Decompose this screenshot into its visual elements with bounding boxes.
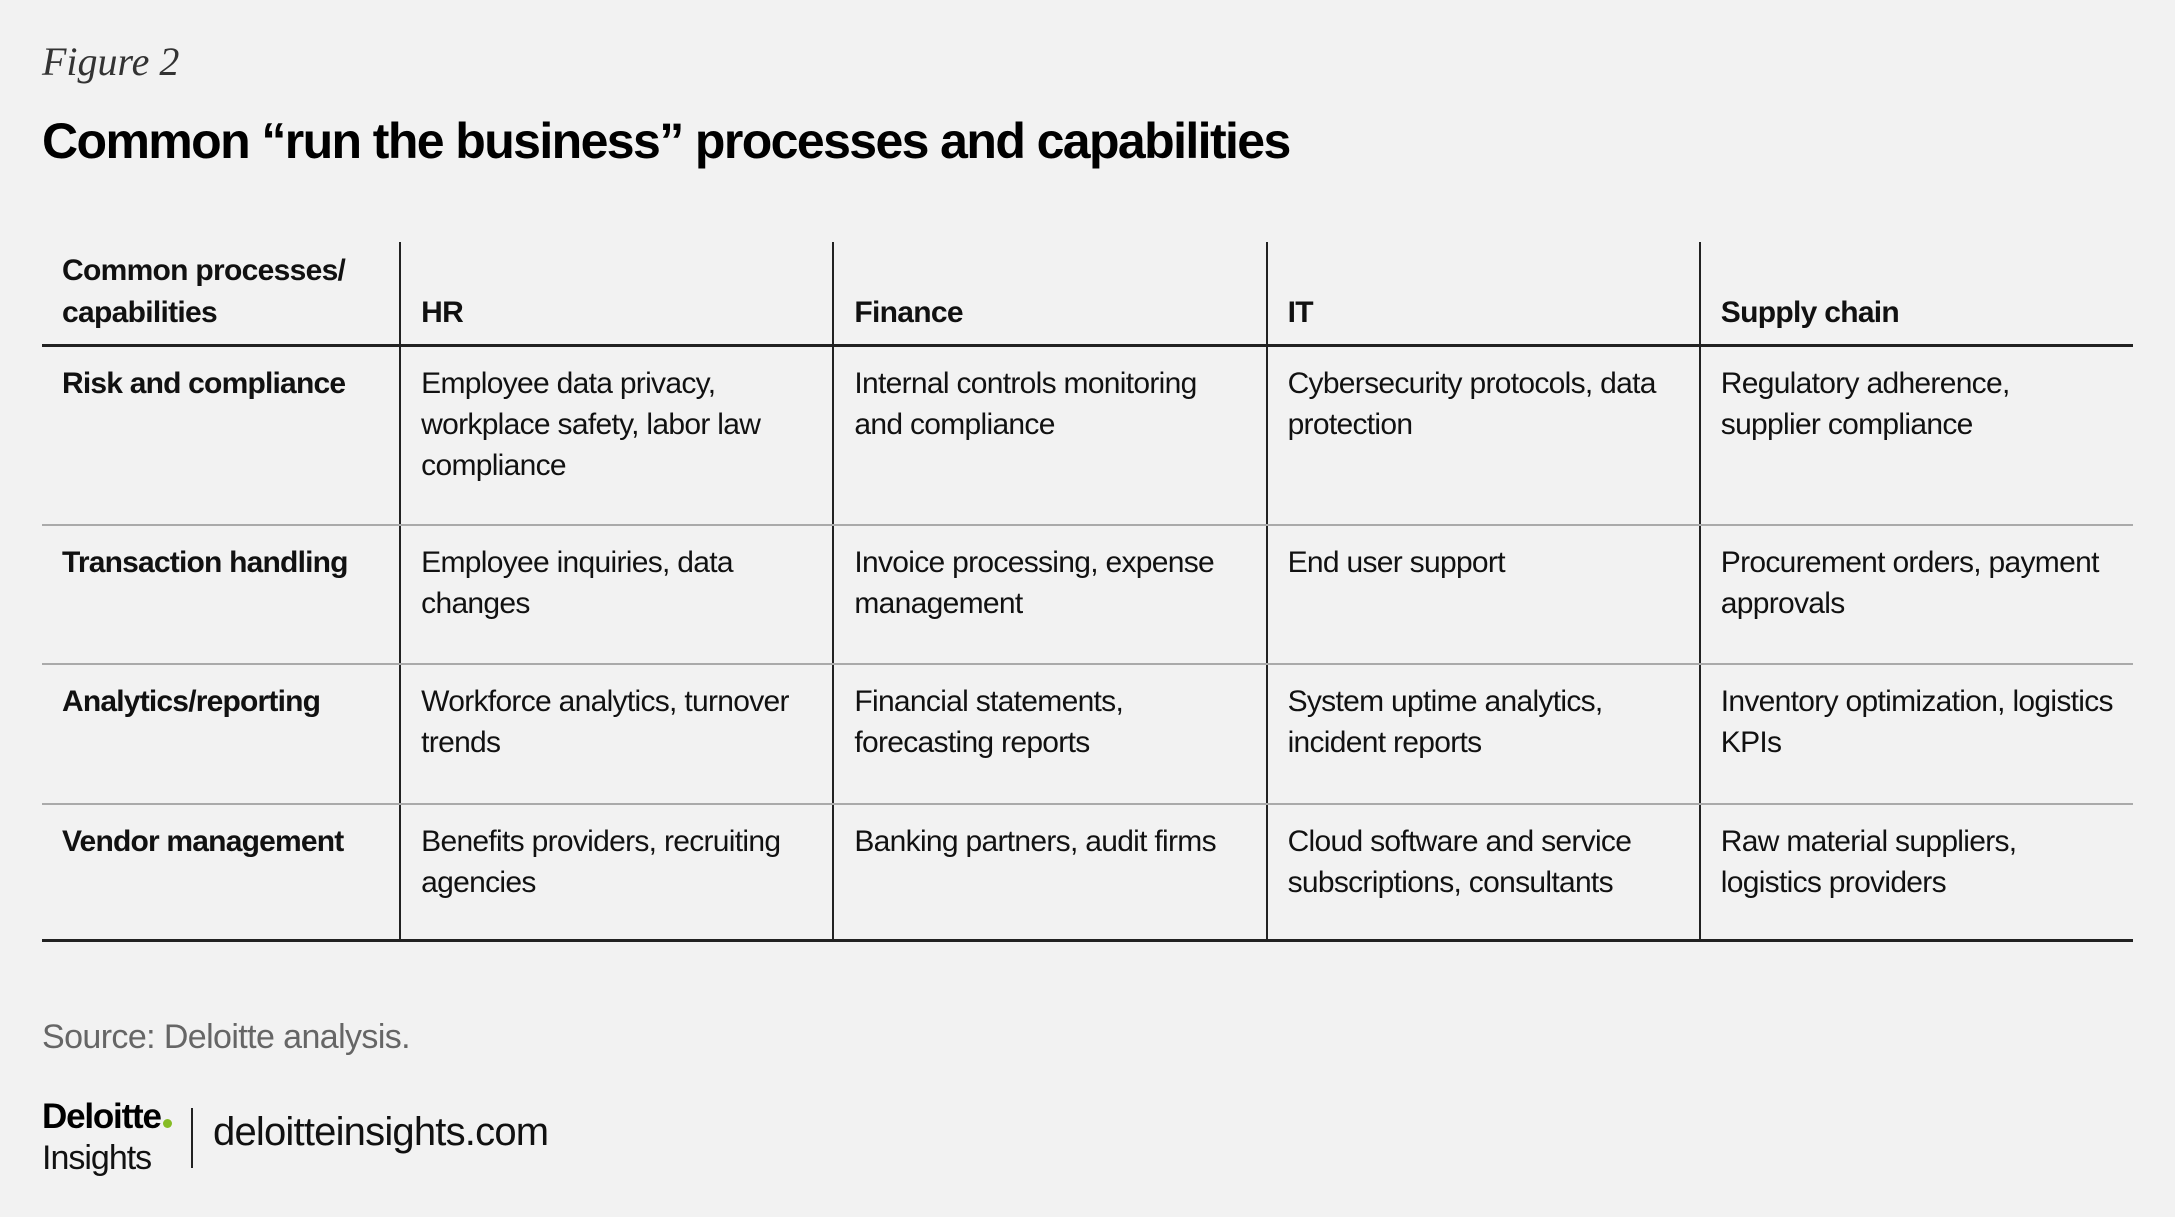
table-cell: Procurement orders, payment approvals: [1698, 525, 2133, 665]
row-header: Transaction handling: [42, 525, 401, 665]
table-header-row: Common processes/ capabilities HR Financ…: [42, 242, 2133, 347]
column-header: Common processes/ capabilities: [42, 242, 401, 347]
table-cell: System uptime analytics, incident report…: [1265, 664, 1700, 805]
logo-divider: [191, 1108, 193, 1168]
table-cell: Benefits providers, recruiting agencies: [399, 804, 834, 942]
deloitte-insights-logo: Deloitte Insights: [42, 1097, 172, 1177]
table-cell: Inventory optimization, logistics KPIs: [1698, 664, 2133, 805]
table-row: Transaction handling Employee inquiries,…: [42, 525, 2133, 665]
table-row: Risk and compliance Employee data privac…: [42, 345, 2133, 526]
column-header: HR: [399, 242, 834, 347]
table-cell: Internal controls monitoring and complia…: [832, 345, 1267, 526]
table-cell: Banking partners, audit firms: [832, 804, 1267, 942]
logo-dot-icon: [162, 1119, 172, 1128]
site-link[interactable]: deloitteinsights.com: [213, 1110, 549, 1154]
row-header: Vendor management: [42, 804, 401, 942]
table-cell: Employee data privacy, workplace safety,…: [399, 345, 834, 526]
page-title: Common “run the business” processes and …: [42, 113, 1291, 169]
row-header: Risk and compliance: [42, 345, 401, 526]
column-header: IT: [1265, 242, 1700, 347]
logo-brand: Deloitte: [42, 1097, 162, 1136]
table-row: Vendor management Benefits providers, re…: [42, 804, 2133, 942]
table-cell: Regulatory adherence, supplier complianc…: [1698, 345, 2133, 526]
table-cell: Financial statements, forecasting report…: [832, 664, 1267, 805]
table-cell: Raw material suppliers, logistics provid…: [1698, 804, 2133, 942]
table-row: Analytics/reporting Workforce analytics,…: [42, 664, 2133, 805]
table-cell: Invoice processing, expense management: [832, 525, 1267, 665]
processes-table: Common processes/ capabilities HR Financ…: [42, 242, 2133, 942]
table-cell: End user support: [1265, 525, 1700, 665]
row-header: Analytics/reporting: [42, 664, 401, 805]
table-cell: Workforce analytics, turnover trends: [399, 664, 834, 805]
figure-label: Figure 2: [42, 39, 180, 84]
table-cell: Cybersecurity protocols, data protection: [1265, 345, 1700, 526]
column-header: Supply chain: [1698, 242, 2133, 347]
table-cell: Cloud software and service subscriptions…: [1265, 804, 1700, 942]
source-note: Source: Deloitte analysis.: [42, 1018, 411, 1056]
column-header: Finance: [832, 242, 1267, 347]
logo-sub: Insights: [42, 1139, 152, 1177]
table-cell: Employee inquiries, data changes: [399, 525, 834, 665]
